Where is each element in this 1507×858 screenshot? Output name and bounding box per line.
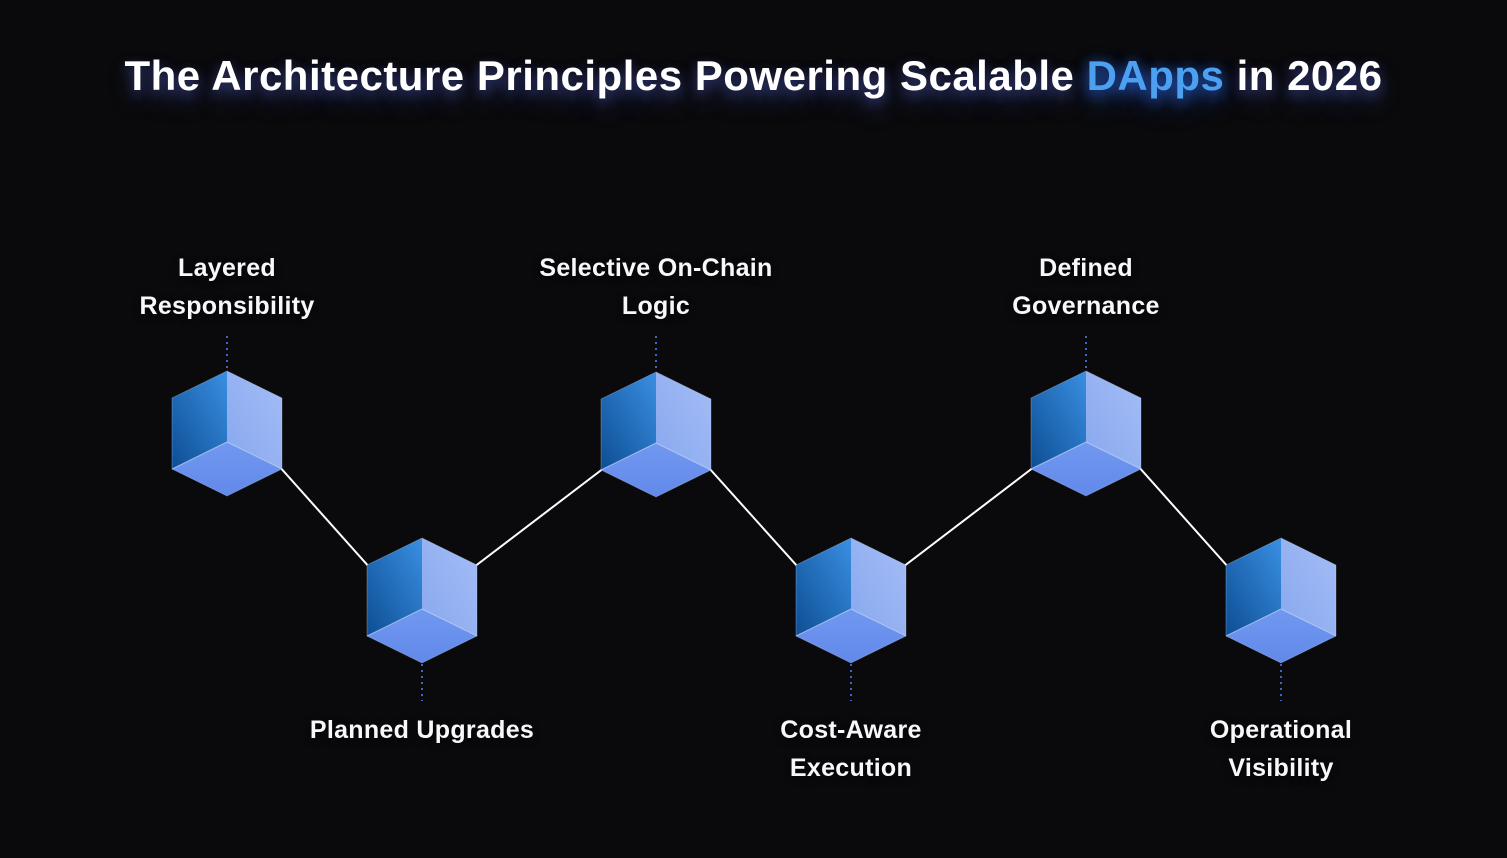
cube-icon-selective-on-chain-logic <box>600 371 712 498</box>
page-title: The Architecture Principles Powering Sca… <box>0 50 1507 102</box>
cube-icon-defined-governance <box>1030 370 1142 497</box>
node-label-planned-upgrades: Planned Upgrades <box>309 716 535 744</box>
node-label-selective-on-chain-logic: Selective On-Chain Logic <box>539 254 773 320</box>
connector-line <box>881 450 1056 584</box>
title-highlight: DApps <box>1086 52 1225 99</box>
node-label-operational-visibility: Operational Visibility <box>1209 716 1353 782</box>
node-label-layered-responsibility: Layered Responsibility <box>139 254 315 320</box>
title-prefix: The Architecture Principles Powering Sca… <box>124 52 1087 99</box>
cube-icon-planned-upgrades <box>366 537 478 664</box>
cube-icon-cost-aware-execution <box>795 537 907 664</box>
connector-line <box>261 446 388 588</box>
connector-line <box>452 451 626 584</box>
connector-line <box>690 447 817 588</box>
node-label-defined-governance: Defined Governance <box>1012 254 1160 320</box>
cube-icon-layered-responsibility <box>171 370 283 497</box>
title-suffix: in 2026 <box>1224 52 1383 99</box>
connector-line <box>1120 446 1247 588</box>
node-label-cost-aware-execution: Cost-Aware Execution <box>780 716 922 782</box>
cube-icon-operational-visibility <box>1225 537 1337 664</box>
